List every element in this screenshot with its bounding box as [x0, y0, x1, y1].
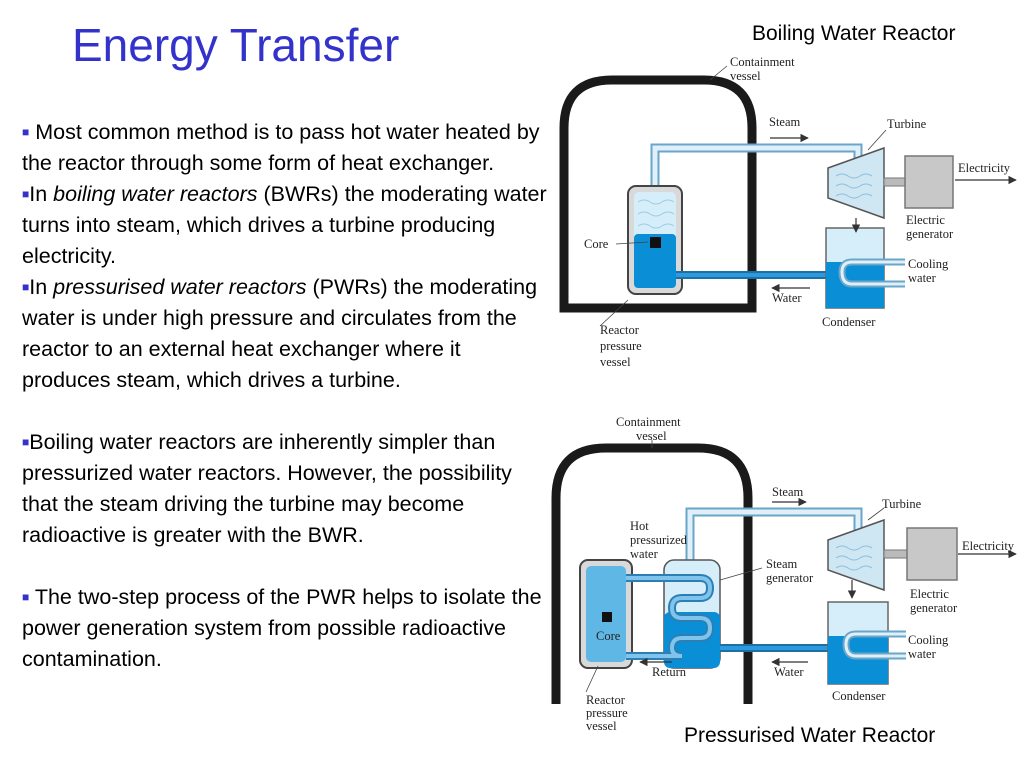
bwr-label-generator: generator — [906, 227, 954, 241]
paragraph-4: ■Boiling water reactors are inherently s… — [22, 427, 552, 551]
paragraph-3-pre: In — [29, 275, 54, 299]
bwr-label-condenser: Condenser — [822, 315, 876, 329]
body-text: ■ Most common method is to pass hot wate… — [22, 117, 552, 675]
paragraph-3-em: pressurised water reactors — [53, 275, 307, 299]
bullet-icon: ■ — [22, 125, 30, 139]
pwr-label-electric: Electric — [910, 587, 949, 601]
bwr-label-electricity: Electricity — [958, 161, 1011, 175]
pwr-label-steam: Steam — [772, 485, 804, 499]
bwr-label-containment: Containment — [730, 55, 795, 69]
pwr-label-vessel: vessel — [586, 719, 617, 733]
paragraph-3-post: (PWRs) the moderating water is under hig… — [22, 275, 538, 392]
pwr-label-turbine: Turbine — [882, 497, 922, 511]
pwr-label-hot: Hot — [630, 519, 649, 533]
bwr-label-reactor: Reactor — [600, 323, 640, 337]
bwr-core-icon — [650, 237, 661, 248]
bullet-icon: ■ — [22, 280, 30, 294]
bwr-label-pressure: pressure — [600, 339, 642, 353]
paragraph-2-pre: In — [29, 182, 54, 206]
pwr-label-reactor: Reactor — [586, 693, 626, 707]
bwr-turbine-icon — [827, 146, 885, 220]
paragraph-3: ■In pressurised water reactors (PWRs) th… — [22, 272, 552, 396]
paragraph-4-text: Boiling water reactors are inherently si… — [22, 430, 512, 547]
pwr-label-electricity: Electricity — [962, 539, 1015, 553]
bullet-icon: ■ — [22, 590, 30, 604]
pwr-label-pressure: pressure — [586, 706, 628, 720]
paragraph-2-em: boiling water reactors — [53, 182, 258, 206]
bwr-label-electric: Electric — [906, 213, 945, 227]
paragraph-2: ■In boiling water reactors (BWRs) the mo… — [22, 179, 552, 272]
paragraph-5-text: The two-step process of the PWR helps to… — [22, 585, 542, 671]
bwr-electric-generator — [904, 155, 954, 209]
bwr-label-cooling-water: water — [908, 271, 937, 285]
pwr-electric-generator — [906, 527, 958, 581]
pwr-label-cooling: Cooling — [908, 633, 949, 647]
bwr-label-containment-2: vessel — [730, 69, 761, 83]
pwr-core-icon — [602, 612, 612, 622]
bwr-label-steam: Steam — [769, 115, 801, 129]
paragraph-5: ■ The two-step process of the PWR helps … — [22, 582, 552, 675]
pwr-label-return: Return — [652, 665, 687, 679]
pwr-turbine-icon — [827, 518, 885, 592]
slide-title: Energy Transfer — [72, 19, 400, 71]
pwr-label-containment: Containment — [616, 415, 681, 429]
paragraph-1-text: Most common method is to pass hot water … — [22, 120, 540, 175]
bwr-label-turbine: Turbine — [887, 117, 927, 131]
pwr-label-condenser: Condenser — [832, 689, 886, 703]
bullet-icon: ■ — [22, 435, 30, 449]
bwr-caption: Boiling Water Reactor — [752, 22, 956, 45]
paragraph-2-post: (BWRs) the moderating water turns into s… — [22, 182, 547, 268]
bullet-icon: ■ — [22, 187, 30, 201]
pwr-label-hot-water: water — [630, 547, 659, 561]
paragraph-1: ■ Most common method is to pass hot wate… — [22, 117, 552, 179]
pwr-label-electric-gen: generator — [910, 601, 958, 615]
bwr-label-core: Core — [584, 237, 609, 251]
bwr-label-vessel: vessel — [600, 355, 631, 369]
pwr-label-water: Water — [774, 665, 804, 679]
pwr-label-steam-gen: Steam — [766, 557, 798, 571]
pwr-label-containment-2: vessel — [636, 429, 667, 443]
pwr-label-generator-sg: generator — [766, 571, 814, 585]
pwr-label-pressurized: pressurized — [630, 533, 688, 547]
bwr-label-water: Water — [772, 291, 802, 305]
bwr-label-cooling: Cooling — [908, 257, 949, 271]
pwr-label-cooling-water: water — [908, 647, 937, 661]
bwr-containment-vessel — [559, 75, 757, 313]
pwr-caption: Pressurised Water Reactor — [684, 724, 936, 747]
pwr-label-core: Core — [596, 629, 621, 643]
